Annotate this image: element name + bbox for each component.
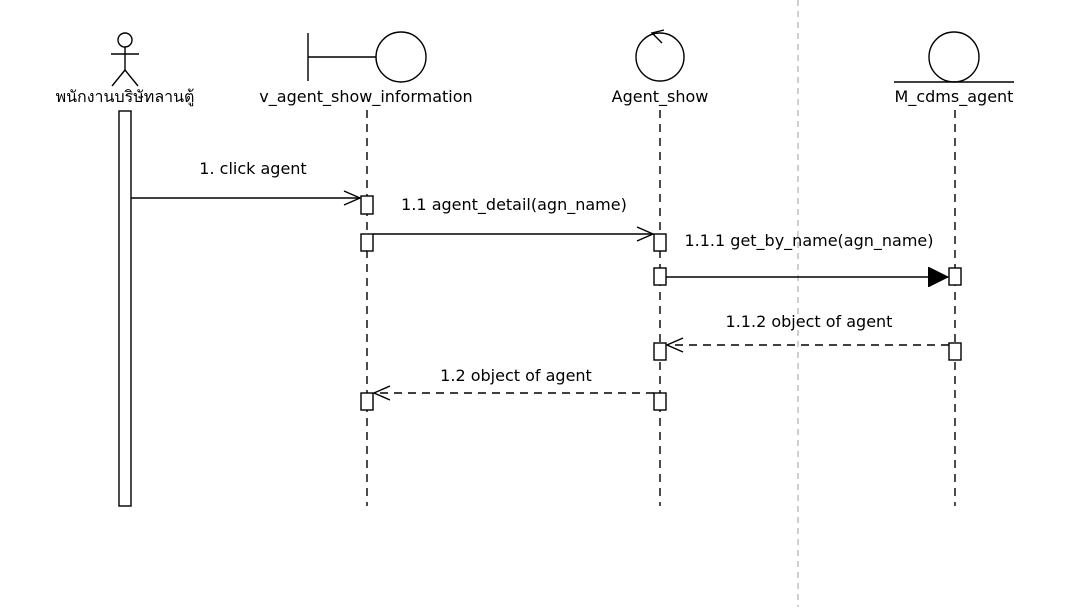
control-activation-1 — [653, 233, 667, 252]
boundary-activation-2 — [360, 233, 374, 252]
participant-control: Agent_show — [612, 29, 709, 506]
entity-name: M_cdms_agent — [895, 87, 1014, 107]
message-2-label: 1.1 agent_detail(agn_name) — [401, 195, 627, 215]
message-2: 1.1 agent_detail(agn_name) — [373, 195, 655, 242]
entity-activation-1 — [948, 267, 962, 286]
message-1: 1. click agent — [131, 159, 362, 206]
control-name: Agent_show — [612, 87, 709, 107]
boundary-activation-3 — [360, 392, 374, 411]
control-activation-2 — [653, 267, 667, 286]
message-3-label: 1.1.1 get_by_name(agn_name) — [684, 231, 933, 251]
actor-name: พนักงานบริษัทลานตู้ — [56, 87, 195, 107]
message-3: 1.1.1 get_by_name(agn_name) — [666, 231, 948, 277]
message-4: 1.1.2 object of agent — [665, 312, 949, 353]
boundary-name: v_agent_show_information — [259, 87, 472, 107]
boundary-activation-1 — [360, 195, 374, 215]
message-1-label: 1. click agent — [199, 159, 306, 178]
actor-icon — [111, 32, 139, 87]
boundary-icon — [307, 31, 427, 83]
participant-actor: พนักงานบริษัทลานตู้ — [56, 32, 195, 507]
participant-entity: M_cdms_agent — [894, 31, 1014, 506]
control-icon — [635, 29, 685, 82]
actor-activation — [118, 110, 132, 507]
message-5-label: 1.2 object of agent — [440, 366, 592, 385]
entity-icon — [894, 31, 1014, 83]
participant-boundary: v_agent_show_information — [259, 31, 473, 506]
control-activation-4 — [653, 392, 667, 411]
entity-activation-2 — [948, 342, 962, 361]
message-5: 1.2 object of agent — [372, 366, 654, 401]
message-4-label: 1.1.2 object of agent — [726, 312, 893, 331]
control-activation-3 — [653, 342, 667, 361]
